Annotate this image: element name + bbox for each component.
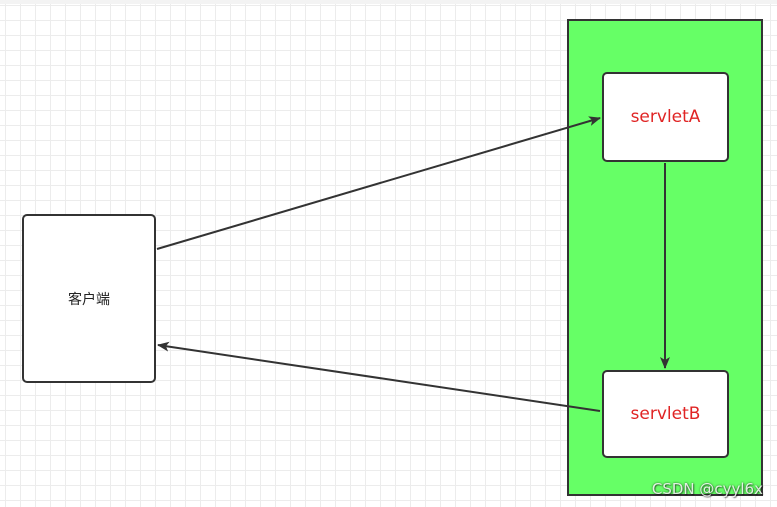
servlet-b-node[interactable]: servletB xyxy=(602,370,729,458)
servlet-a-label: servletA xyxy=(630,107,701,127)
servlet-a-node[interactable]: servletA xyxy=(602,72,729,162)
edge-client-to-servlet-a xyxy=(156,116,601,250)
client-label: 客户端 xyxy=(68,291,110,308)
client-node[interactable]: 客户端 xyxy=(22,214,156,383)
edge-servlet-b-to-client xyxy=(157,341,601,412)
servlet-b-label: servletB xyxy=(630,404,701,424)
top-strip xyxy=(0,0,777,4)
watermark-text: CSDN @cyyl6x xyxy=(651,480,763,498)
